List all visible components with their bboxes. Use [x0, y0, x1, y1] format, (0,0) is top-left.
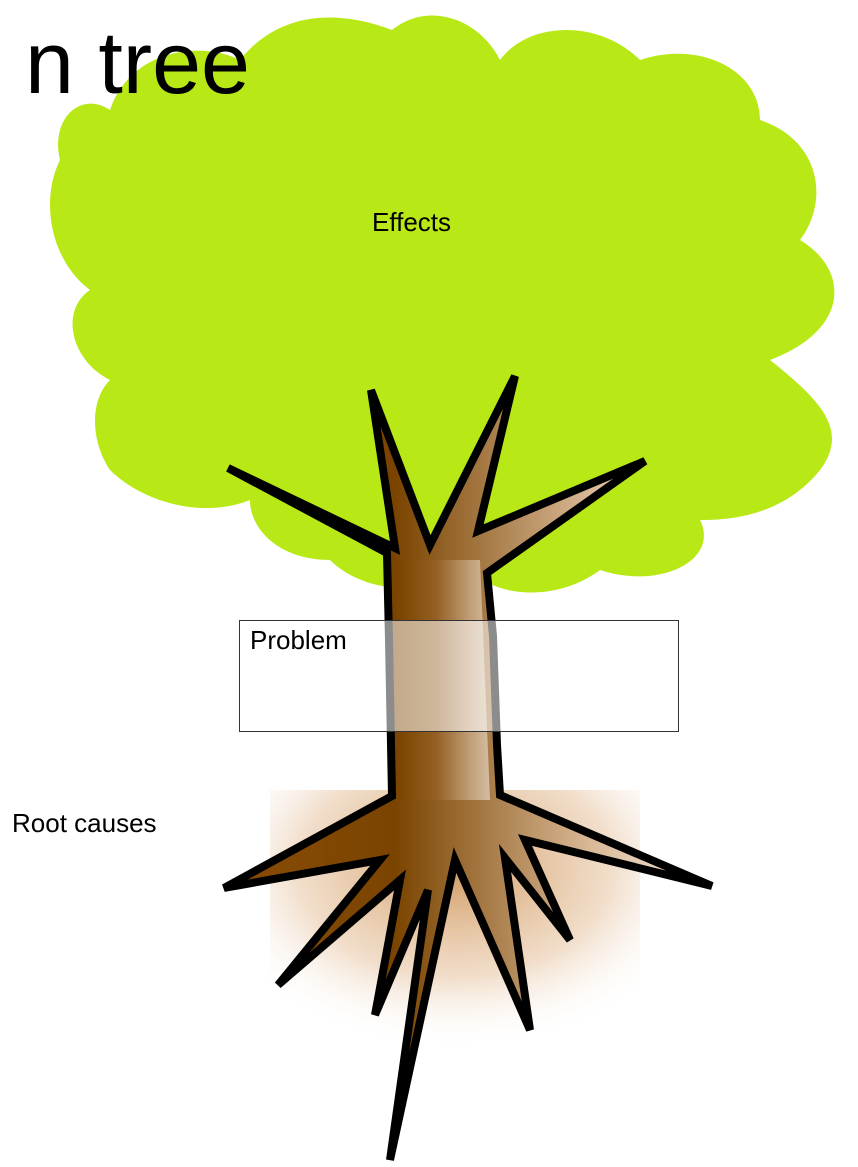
problem-box: Problem [239, 620, 679, 732]
root-causes-label: Root causes [12, 808, 157, 838]
foliage-cloud [50, 15, 835, 593]
problem-label: Problem [250, 625, 347, 655]
effects-label: Effects [372, 207, 452, 237]
